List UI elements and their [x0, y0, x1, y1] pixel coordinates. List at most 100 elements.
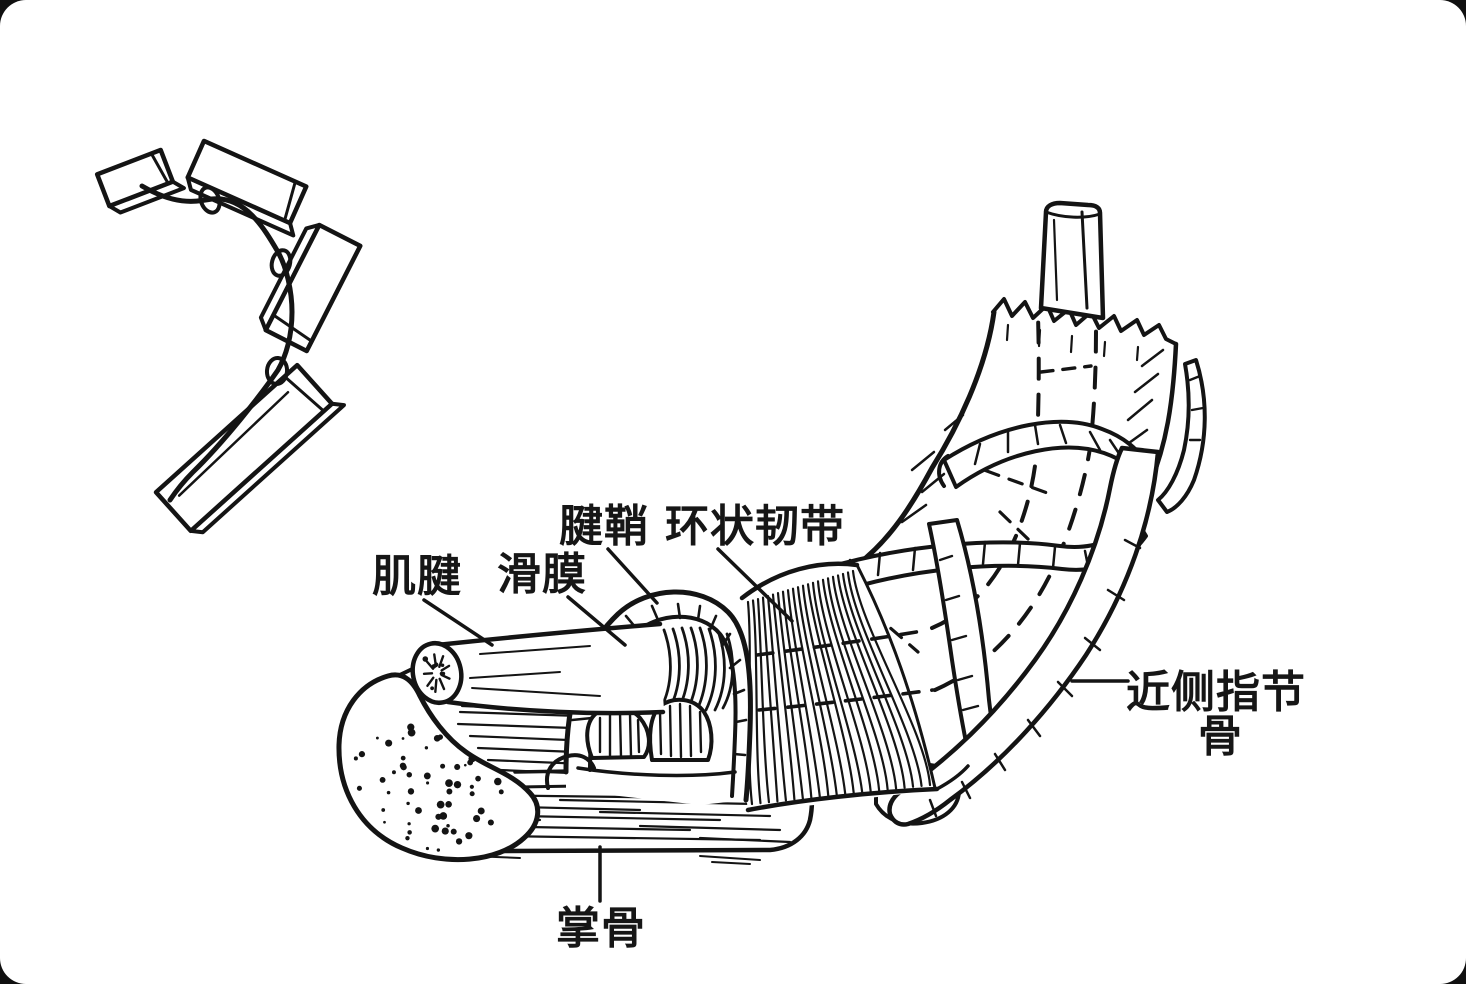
stipple-dot — [445, 779, 453, 787]
hatch-stroke — [801, 584, 847, 796]
hatch-stroke — [756, 597, 771, 804]
labels: 肌腱 滑膜 腱鞘 环状韧带 近侧指节 骨 掌骨 — [372, 502, 1306, 953]
stipple-dot — [436, 800, 445, 809]
stipple-dot — [407, 830, 412, 835]
stipple-dot — [431, 664, 437, 669]
hatch-stroke — [438, 677, 446, 691]
stipple-dot — [385, 739, 393, 747]
hatch-stroke — [598, 810, 772, 818]
stipple-dot — [433, 735, 441, 742]
stipple-dot — [469, 784, 474, 789]
stipple-dot — [436, 848, 441, 852]
stipple-dot — [431, 824, 440, 833]
hatch-stroke — [806, 583, 855, 795]
hatch-stroke — [751, 599, 762, 805]
hatch-stroke — [791, 587, 830, 797]
stipple-dot — [494, 777, 502, 786]
mini-pulley-loop — [269, 248, 293, 278]
stipple-dot — [415, 807, 422, 814]
stipple-dot — [498, 789, 504, 795]
stipple-dot — [407, 788, 415, 795]
hatch-stroke — [434, 678, 438, 694]
stipple-dot — [441, 671, 446, 676]
metacarpal-cut-face — [336, 672, 541, 863]
stipple-dot — [401, 737, 405, 740]
leader-tendon — [422, 598, 494, 647]
stipple-dot — [406, 801, 410, 806]
hatch-stroke — [498, 768, 572, 775]
stipple-dot — [467, 759, 474, 766]
stipple-dot — [426, 781, 430, 785]
label-tendon: 肌腱 — [372, 552, 462, 601]
stipple-dot — [463, 763, 467, 767]
stipple-dot — [407, 822, 411, 826]
stipple-dot — [425, 846, 430, 851]
hatch-stroke — [440, 664, 451, 672]
stipple-dot — [422, 656, 429, 662]
label-proximal-phalanx-line1: 近侧指节 — [1126, 668, 1306, 717]
stipple-dot — [440, 763, 446, 769]
tendon-cylinder — [410, 621, 666, 716]
label-proximal-phalanx-line2: 骨 — [1198, 712, 1243, 761]
hatch-stroke — [816, 580, 872, 793]
hatch-stroke — [518, 814, 722, 822]
mini-tendon-line — [139, 183, 295, 503]
synovium-pouch — [576, 697, 737, 778]
annular-ligament-band — [739, 561, 970, 813]
hatch-stroke — [786, 589, 821, 798]
leader-annular — [716, 547, 794, 623]
stipple-dot — [455, 838, 463, 845]
tendon-stub — [1038, 200, 1106, 321]
hatch-stroke — [771, 593, 796, 801]
stipple-dot — [358, 751, 366, 758]
stipple-dot — [473, 815, 481, 823]
leader-synovium — [566, 595, 627, 647]
stipple-dot — [454, 763, 461, 771]
stipple-dot — [487, 819, 494, 826]
hatch-stroke — [796, 586, 838, 797]
stipple-dot — [381, 808, 386, 812]
stipple-dot — [353, 756, 358, 761]
stipple-dot — [439, 812, 448, 820]
stipple-dot — [379, 776, 386, 783]
hatch-stroke — [836, 574, 906, 789]
hatch-stroke — [698, 836, 792, 844]
label-metacarpal: 掌骨 — [556, 904, 646, 953]
stipple-dot — [446, 788, 453, 795]
stipple-dot — [386, 790, 391, 795]
hatch-stroke — [766, 594, 788, 802]
stipple-dot — [406, 771, 413, 778]
hatch-stroke — [638, 824, 782, 832]
stipple-dot — [423, 772, 431, 780]
hatch-stroke — [811, 581, 864, 794]
stipple-dot — [440, 663, 445, 668]
label-synovium: 滑膜 — [497, 550, 587, 599]
stipple-dot — [375, 736, 379, 740]
hatch-stroke — [851, 569, 932, 787]
mini-bone-distal — [94, 147, 186, 215]
leader-lines — [422, 547, 1130, 903]
stipple-dot — [446, 824, 450, 828]
hatch-stroke — [426, 676, 435, 688]
hatch-stroke — [831, 575, 898, 790]
stipple-dot — [391, 770, 396, 775]
stipple-dot — [399, 762, 407, 769]
main-figure: 肌腱 滑膜 腱鞘 环状韧带 近侧指节 骨 掌骨 — [336, 200, 1306, 953]
stipple-dot — [405, 835, 410, 841]
stipple-dot — [383, 820, 386, 824]
hatch-stroke — [440, 673, 451, 680]
hatch-stroke — [846, 571, 923, 788]
hatch-stroke — [699, 855, 761, 861]
stipple-dot — [441, 827, 449, 835]
stipple-dot — [356, 785, 362, 791]
hatch-stroke — [438, 655, 445, 669]
hatch-stroke — [711, 861, 751, 865]
stipple-dot — [424, 746, 429, 750]
mini-pulley-loop — [198, 185, 222, 215]
hatch-stroke — [821, 578, 881, 792]
stipple-dot — [400, 755, 406, 761]
mini-pulley-loop — [264, 356, 290, 386]
stipple-dot — [450, 828, 457, 835]
hatch-stroke — [558, 798, 757, 806]
